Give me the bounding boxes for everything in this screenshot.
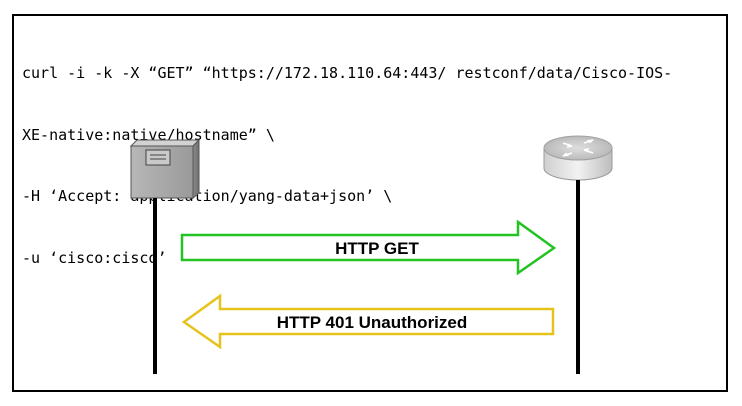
command-line-4: -u ‘cisco:cisco’ (22, 248, 167, 267)
http-get-arrow (180, 219, 557, 276)
http-get-label: HTTP GET (335, 239, 419, 258)
command-line-2: XE-native:native/hostname” \ (22, 125, 275, 144)
router-icon (543, 135, 613, 181)
http-401-arrow (181, 293, 555, 350)
server-icon (129, 138, 201, 200)
http-401-label: HTTP 401 Unauthorized (277, 313, 468, 332)
command-line-1: curl -i -k -X “GET” “https://172.18.110.… (22, 64, 673, 82)
